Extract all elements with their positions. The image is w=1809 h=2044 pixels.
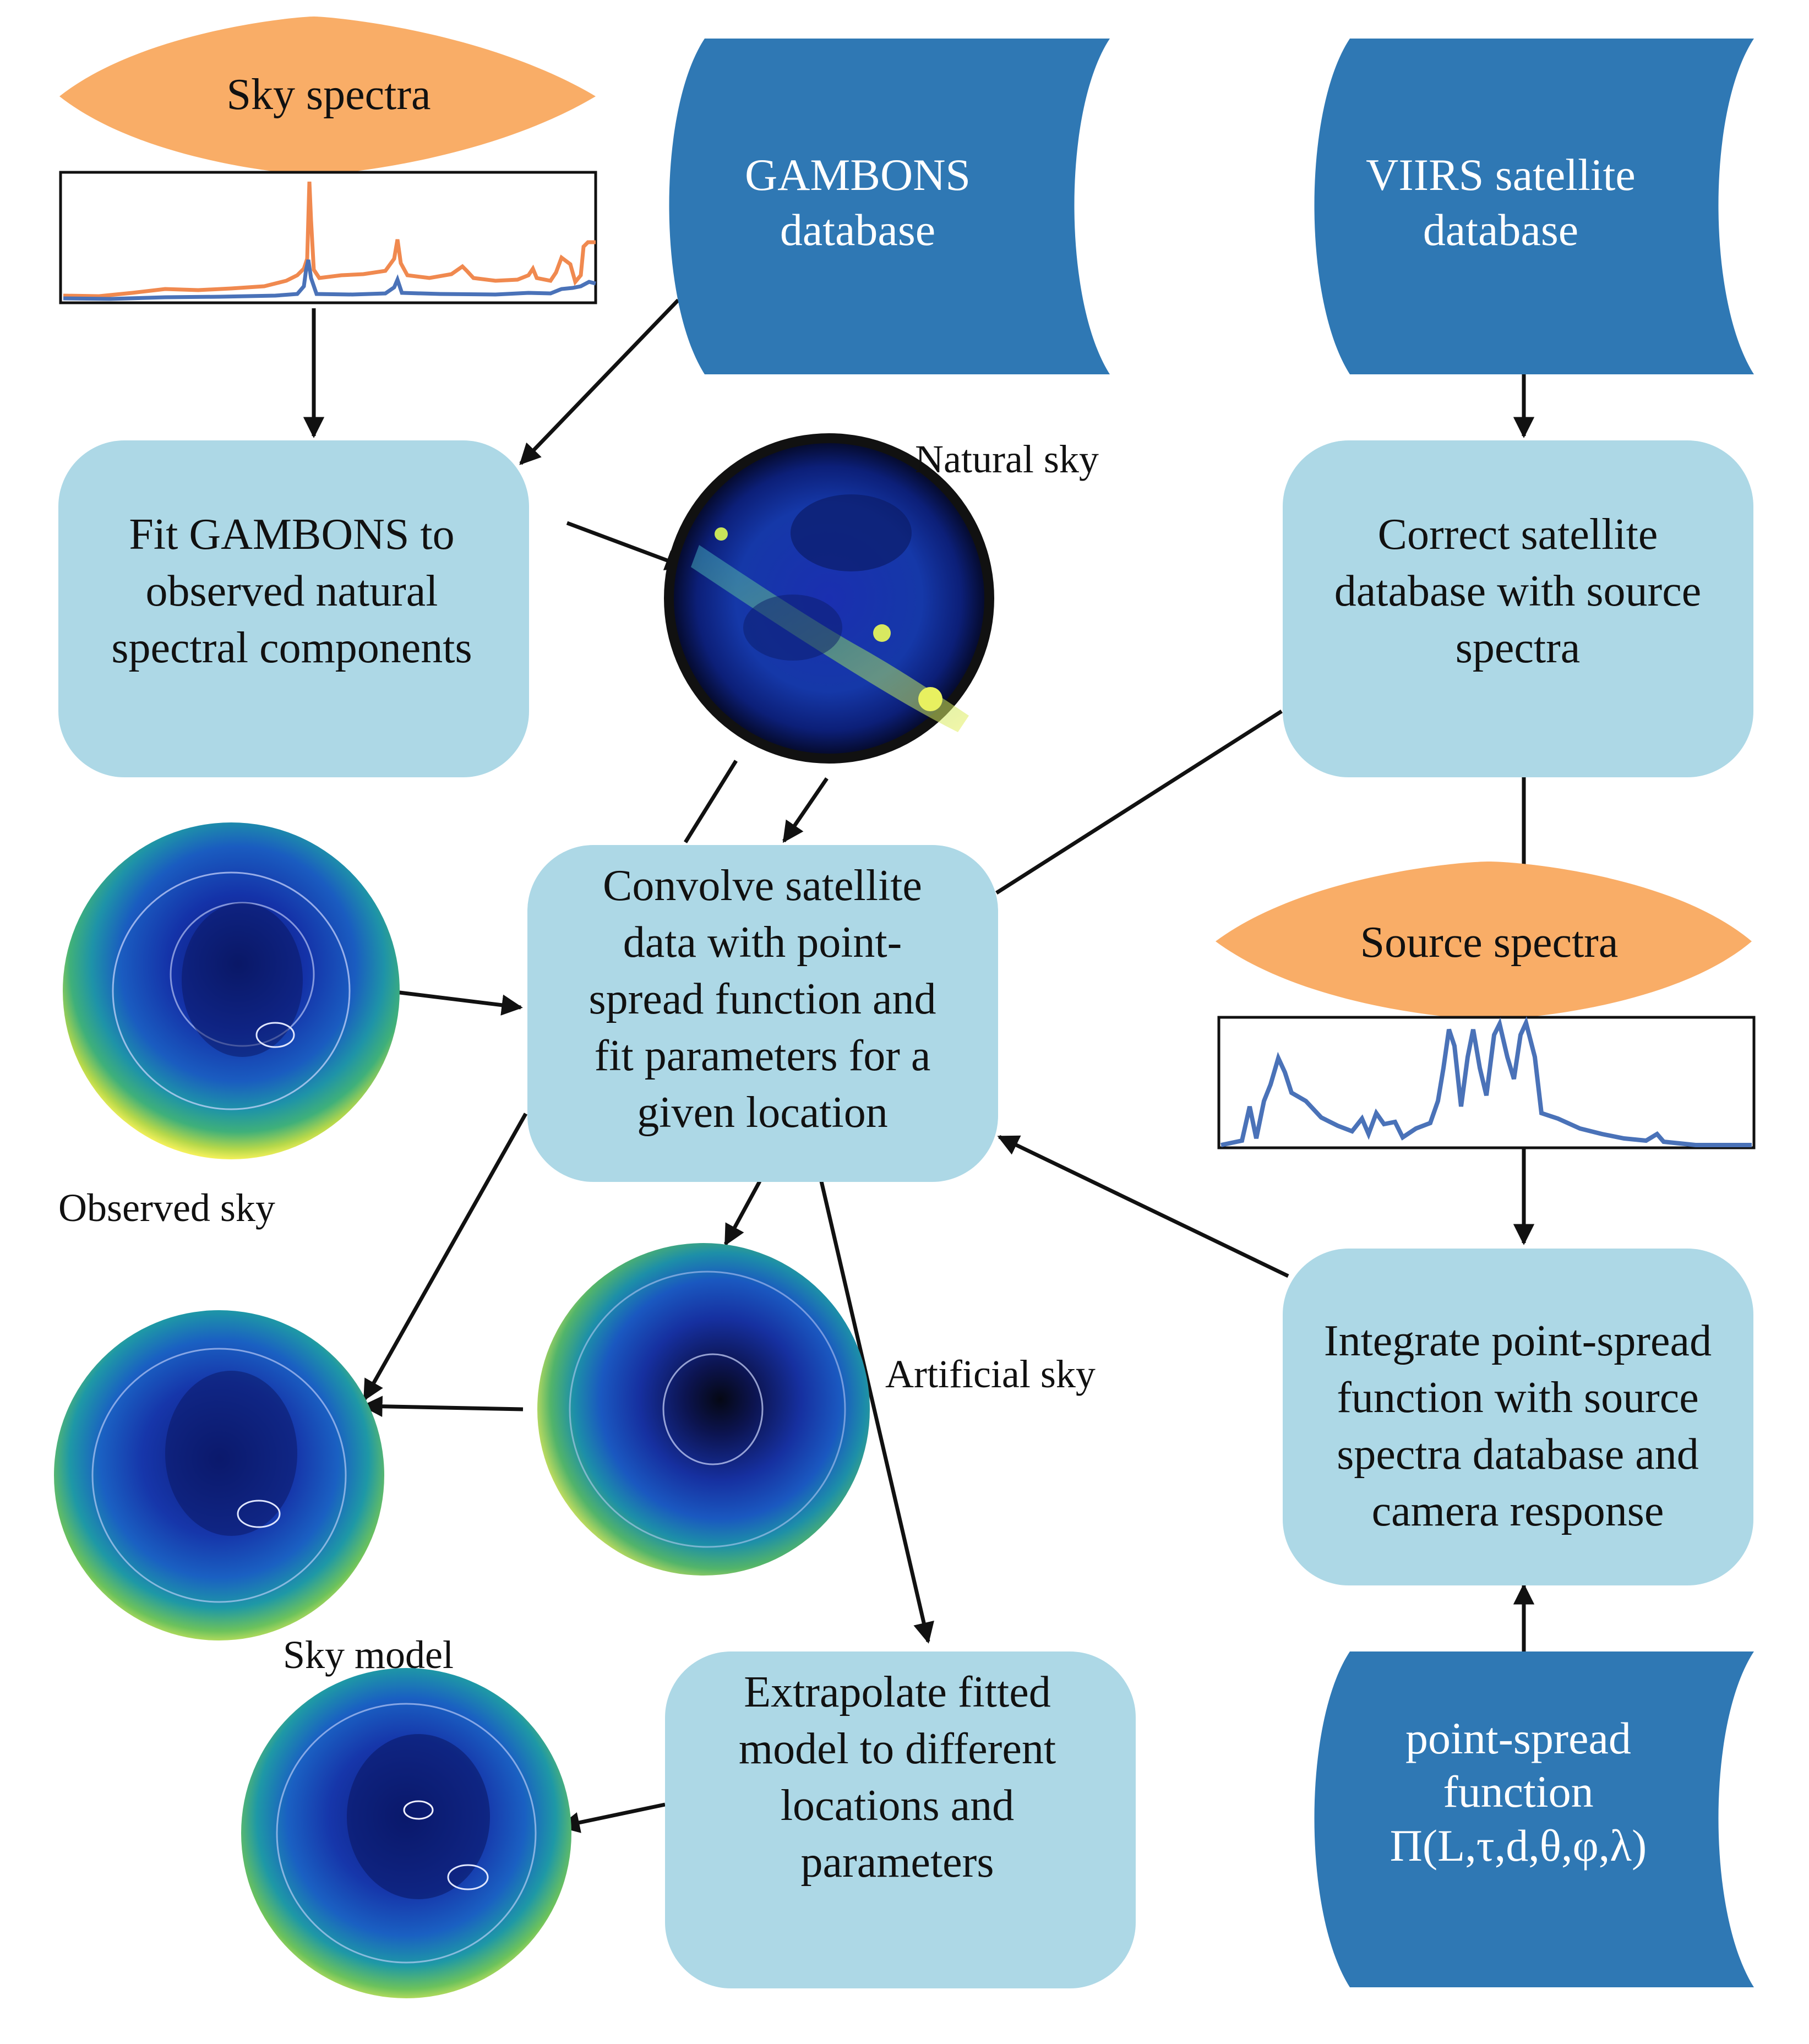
integrate-line1: Integrate point-spread (1324, 1317, 1712, 1365)
integrate-line3: spectra database and (1337, 1430, 1698, 1479)
arrow-convolve-to-extrapolate (819, 1181, 934, 1644)
fit-gambons-line3: spectral components (111, 624, 472, 672)
extrapolate-line3: locations and (781, 1781, 1014, 1830)
arrow-integrate-to-convolve (997, 1135, 1289, 1278)
arrow-artificial-to-sky-model (361, 1396, 524, 1417)
correct-satellite-node: Correct satellite database with source s… (1283, 440, 1753, 777)
natural-sky-label: Natural sky (915, 437, 1099, 481)
integrate-box (1283, 1249, 1753, 1585)
arrow-convolve-to-artificial (723, 1180, 762, 1246)
correct-satellite-line1: Correct satellite (1378, 510, 1658, 559)
psf-database-line2: function (1443, 1767, 1593, 1817)
extrapolated-sky-image (241, 1668, 571, 1998)
convolve-line4: fit parameters for a (595, 1032, 931, 1080)
viirs-database-node: VIIRS satellite database (1314, 39, 1754, 374)
gambons-database-node: GAMBONS database (669, 39, 1110, 374)
psf-database-shape (1314, 1651, 1754, 1987)
extrapolate-node: Extrapolate fitted model to different lo… (665, 1651, 1136, 1988)
observed-sky-label: Observed sky (58, 1186, 275, 1230)
sky-spectrum-blue-line (63, 259, 596, 301)
fit-gambons-line1: Fit GAMBONS to (129, 510, 454, 559)
convolve-line1: Convolve satellite (603, 862, 922, 910)
sky-model-image: Sky model (54, 1310, 454, 1677)
source-spectrum-line (1220, 1016, 1752, 1147)
integrate-node: Integrate point-spread function with sou… (1283, 1249, 1753, 1585)
extrapolate-box (665, 1651, 1136, 1988)
source-spectra-node: Source spectra (1216, 862, 1756, 1149)
gambons-database-shape (669, 39, 1110, 374)
arrow-observed-to-convolve (395, 990, 523, 1016)
line-correct-to-convolve (995, 710, 1283, 895)
arrow-natural-sky-to-convolve (782, 777, 829, 843)
sky-spectra-oval (59, 17, 596, 175)
convolve-line2: data with point- (623, 918, 902, 967)
psf-database-node: point-spread function Π(L,τ,d,θ,φ,λ) (1314, 1651, 1754, 1987)
extrapolate-line4: parameters (801, 1838, 994, 1887)
source-spectra-title: Source spectra (1360, 918, 1619, 967)
psf-database-line3: Π(L,τ,d,θ,φ,λ) (1390, 1820, 1647, 1871)
fit-gambons-box (58, 440, 529, 777)
source-spectra-oval (1216, 862, 1752, 1020)
gambons-database-line2: database (780, 205, 935, 255)
fit-gambons-node: Fit GAMBONS to observed natural spectral… (58, 440, 529, 777)
integrate-line2: function with source (1337, 1373, 1699, 1422)
convolve-line3: spread function and (589, 975, 936, 1023)
arrow-convolve-to-sky-model (362, 1113, 528, 1402)
observed-sky-image: Observed sky (58, 822, 400, 1230)
gambons-database-line1: GAMBONS (745, 150, 971, 200)
extrapolate-line1: Extrapolate fitted (744, 1668, 1051, 1716)
convolve-node: Convolve satellite data with point- spre… (527, 845, 998, 1182)
viirs-database-line2: database (1423, 205, 1578, 255)
arrow-extrapolate-to-result (558, 1802, 666, 1833)
sky-spectrum-orange-line (63, 181, 596, 298)
convolve-box (527, 845, 998, 1182)
integrate-line4: camera response (1372, 1487, 1664, 1535)
artificial-sky-image: Artificial sky (537, 1243, 1096, 1576)
sky-spectra-plot (59, 171, 597, 304)
line-convolve-to-natural-sky (684, 760, 738, 843)
sky-spectra-node: Sky spectra (59, 17, 597, 304)
fit-gambons-line2: observed natural (146, 567, 438, 615)
correct-satellite-line3: spectra (1456, 624, 1581, 672)
extrapolate-line2: model to different (739, 1725, 1056, 1773)
correct-satellite-box (1283, 440, 1753, 777)
artificial-sky-label: Artificial sky (885, 1352, 1096, 1396)
arrow-fit-to-natural-sky (566, 521, 687, 570)
sky-spectra-title: Sky spectra (226, 70, 431, 119)
viirs-database-shape (1314, 39, 1754, 374)
connectors (303, 298, 1535, 1833)
convolve-line5: given location (637, 1088, 887, 1137)
viirs-database-line1: VIIRS satellite (1366, 150, 1636, 200)
correct-satellite-line2: database with source (1334, 567, 1701, 615)
arrow-gambons-to-fit (519, 298, 680, 465)
natural-sky-image: Natural sky (664, 433, 1099, 764)
source-spectra-plot (1217, 1016, 1756, 1149)
psf-database-line1: point-spread (1405, 1713, 1631, 1763)
